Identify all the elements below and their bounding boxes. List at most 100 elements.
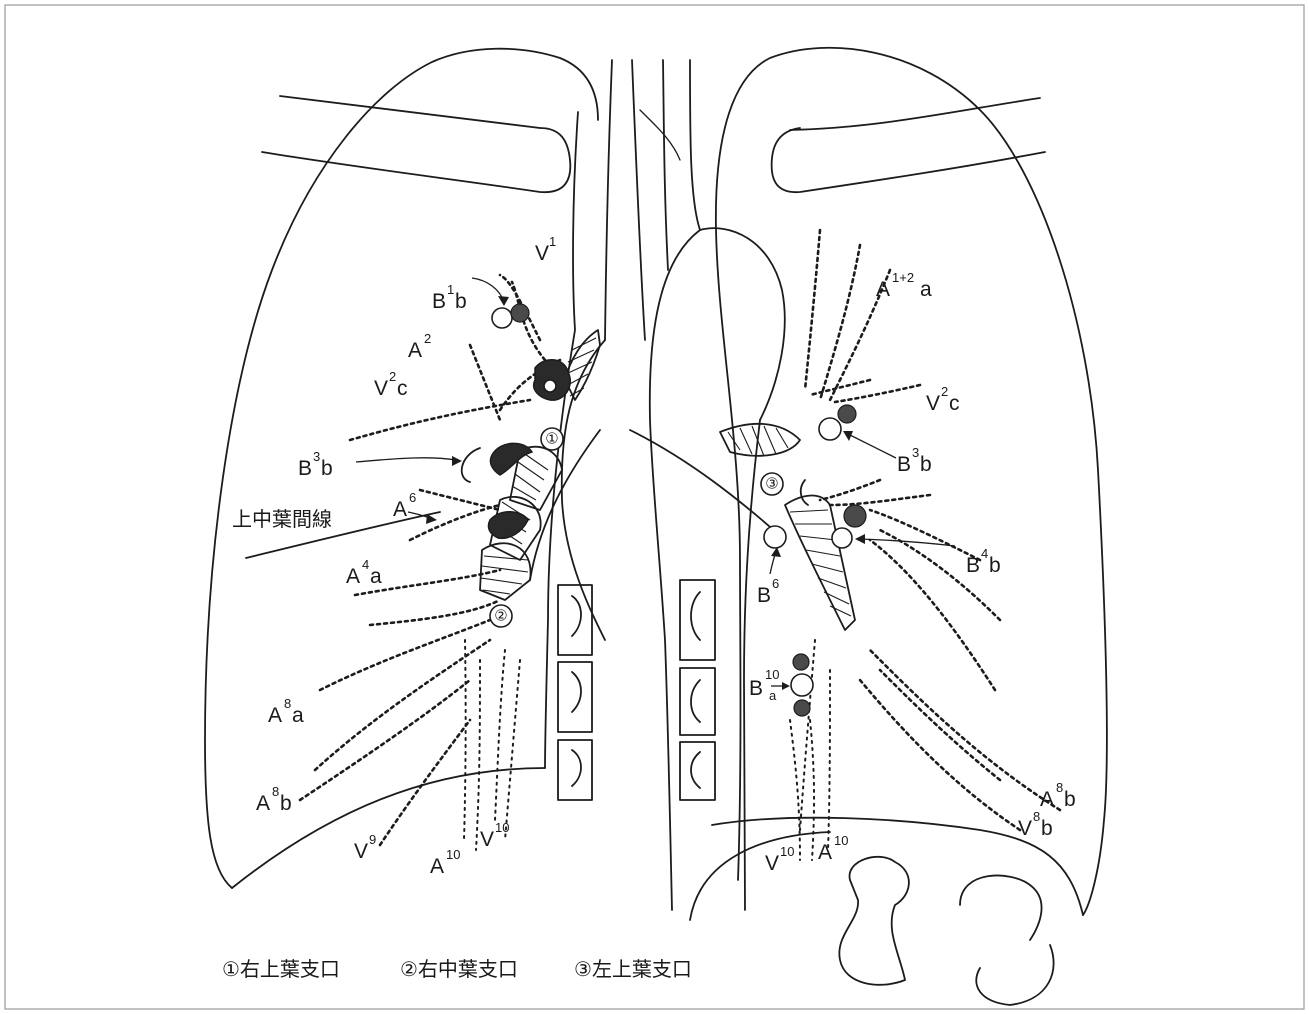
legend-item-3: ③左上葉支口	[574, 957, 692, 981]
label-A8a: A 8 a	[268, 696, 304, 727]
svg-text:A: A	[346, 565, 360, 588]
label-B10a: B 10 a	[749, 667, 779, 703]
svg-text:b: b	[321, 457, 333, 480]
label-B6: B 6	[757, 576, 779, 607]
svg-text:V: V	[535, 242, 549, 265]
abdominal-shape-1	[839, 857, 909, 985]
vertebrae	[558, 580, 715, 800]
svg-text:b: b	[455, 290, 467, 313]
label-A8b-right: A 8 b	[256, 784, 292, 815]
svg-text:b: b	[1041, 817, 1053, 840]
svg-text:a: a	[920, 278, 932, 301]
label-A10-left: A 10	[818, 833, 848, 864]
svg-text:10: 10	[765, 667, 779, 682]
svg-text:V: V	[926, 392, 940, 415]
svg-text:a: a	[292, 704, 304, 727]
svg-text:A: A	[268, 704, 282, 727]
right-first-rib	[262, 128, 570, 192]
label-V1: V 1	[535, 234, 556, 265]
b10a-dark-circle-top	[793, 654, 809, 670]
label-A8b-left: A 8 b	[1040, 780, 1076, 811]
svg-text:4: 4	[362, 557, 369, 572]
orifice-1-number: ①	[545, 431, 558, 448]
left-lung-vessels	[790, 230, 1060, 860]
svg-text:B: B	[966, 554, 980, 577]
legend-item-1: ①右上葉支口	[222, 957, 340, 981]
right-lung-vessels	[300, 275, 560, 850]
b10a-open-circle	[791, 674, 813, 696]
label-V10-left: V 10	[765, 844, 794, 875]
svg-text:3: 3	[912, 445, 919, 460]
svg-text:2: 2	[389, 369, 396, 384]
svg-text:10: 10	[834, 833, 848, 848]
svg-text:1: 1	[447, 282, 454, 297]
svg-text:A: A	[393, 498, 407, 521]
svg-text:10: 10	[495, 820, 509, 835]
svg-text:10: 10	[780, 844, 794, 859]
svg-text:b: b	[920, 453, 932, 476]
svg-text:6: 6	[409, 490, 416, 505]
b3b-left-dark-circle	[838, 405, 856, 423]
svg-text:a: a	[370, 565, 382, 588]
label-V9: V 9	[354, 832, 376, 863]
descending-aorta-left	[650, 230, 700, 910]
b3b-left-open-circle	[819, 418, 841, 440]
label-V2c-left: V 2 c	[926, 384, 960, 415]
label-B3b-left: B 3 b	[897, 445, 932, 476]
svg-text:V: V	[480, 828, 494, 851]
svg-text:3: 3	[313, 449, 320, 464]
orifice-2-number: ②	[494, 608, 507, 625]
stomach-bubble-arc	[690, 832, 830, 920]
trachea-right-wall	[632, 60, 645, 340]
svg-text:A: A	[876, 278, 890, 301]
b10a-dark-circle-bottom	[794, 700, 810, 716]
orifice-3-number: ③	[765, 476, 778, 493]
b1b-dark-circle	[511, 304, 529, 322]
svg-text:A: A	[430, 855, 444, 878]
svg-text:V: V	[374, 377, 388, 400]
pointer-arrows	[356, 278, 955, 690]
b1b-open-circle	[492, 308, 512, 328]
right-b3b-bracket	[462, 448, 480, 482]
svg-text:A: A	[408, 339, 422, 362]
vessel-branch-top	[640, 110, 680, 160]
svg-text:b: b	[280, 792, 292, 815]
label-A2: A 2	[408, 331, 431, 362]
svg-text:B: B	[897, 453, 911, 476]
b6-open-circle	[764, 526, 786, 548]
right-lung-outline	[205, 49, 598, 888]
svg-text:10: 10	[446, 847, 460, 862]
svg-text:1: 1	[549, 234, 556, 249]
svg-text:A: A	[1040, 788, 1054, 811]
svg-text:c: c	[949, 392, 960, 415]
svg-text:8: 8	[1033, 809, 1040, 824]
label-B1b: B 1 b	[432, 282, 467, 313]
svg-text:B: B	[749, 677, 763, 700]
svg-text:1+2: 1+2	[892, 270, 914, 285]
label-A1plus2a: A 1+2 a	[876, 270, 932, 301]
descending-aorta-right	[744, 420, 760, 910]
svg-text:A: A	[256, 792, 270, 815]
svg-text:4: 4	[981, 546, 988, 561]
label-A4a: A 4 a	[346, 557, 382, 588]
legend: ①右上葉支口 ②右中葉支口 ③左上葉支口	[222, 957, 692, 981]
left-main-bronchus-line	[530, 430, 600, 580]
svg-text:B: B	[298, 457, 312, 480]
svg-text:2: 2	[424, 331, 431, 346]
svg-text:c: c	[397, 377, 408, 400]
svg-text:2: 2	[941, 384, 948, 399]
trachea-left-wall	[605, 60, 612, 340]
svg-text:6: 6	[772, 576, 779, 591]
legend-item-2: ②右中葉支口	[400, 957, 518, 981]
svg-text:b: b	[1064, 788, 1076, 811]
right-clavicle	[280, 96, 540, 128]
label-B4b: B 4 b	[966, 546, 1001, 577]
b4b-open-circle	[832, 528, 852, 548]
right-upper-orifice-dot	[544, 380, 556, 392]
svg-text:8: 8	[284, 696, 291, 711]
svg-text:8: 8	[1056, 780, 1063, 795]
svg-text:B: B	[757, 584, 771, 607]
left-b3b-bracket	[801, 480, 808, 505]
svg-text:V: V	[1018, 817, 1032, 840]
svg-text:V: V	[765, 852, 779, 875]
